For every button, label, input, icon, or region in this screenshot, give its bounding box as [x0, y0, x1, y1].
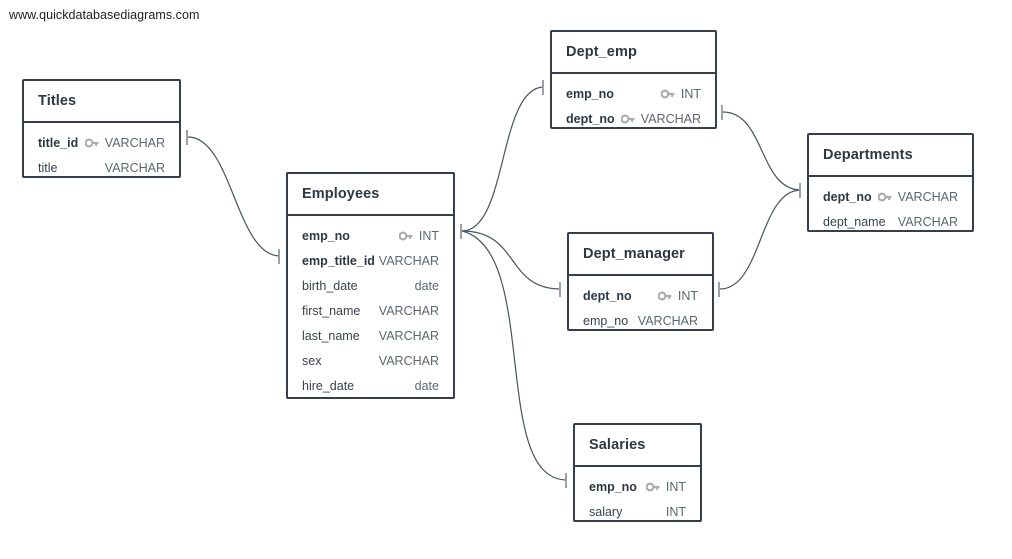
table-title-departments: Departments: [823, 147, 913, 163]
table-title-dept-manager: Dept_manager: [583, 246, 685, 262]
field-name: first_name: [302, 303, 361, 318]
field-row[interactable]: emp_no INT: [552, 81, 715, 106]
field-name: salary: [589, 504, 623, 519]
field-row[interactable]: first_name VARCHAR: [288, 298, 453, 323]
endpoint-tick-employees-left: [278, 249, 280, 264]
field-name: dept_no: [566, 111, 615, 126]
field-row[interactable]: title_id VARCHAR: [24, 130, 179, 155]
key-icon: [657, 291, 672, 300]
field-name: emp_no: [566, 86, 614, 101]
field-name: emp_no: [302, 228, 350, 243]
table-body-departments: dept_no VARCHAR dept_name VARCHAR: [809, 177, 972, 242]
endpoint-tick-titles-right: [186, 130, 188, 145]
table-body-dept-emp: emp_no INT dept_no: [552, 74, 715, 139]
table-header-dept-manager: Dept_manager: [569, 234, 712, 276]
endpoint-tick-deptemp-left: [542, 80, 544, 95]
key-icon-placeholder: [85, 163, 99, 173]
connector-titles-employees: [187, 136, 281, 257]
field-type: VARCHAR: [104, 160, 165, 175]
field-type: VARCHAR: [378, 353, 439, 368]
table-header-departments: Departments: [809, 135, 972, 177]
watermark-label: www.quickdatabasediagrams.com: [9, 8, 200, 22]
table-body-dept-manager: dept_no INT emp_no VARCHAR: [569, 276, 712, 341]
field-type: date: [414, 278, 439, 293]
field-name: dept_name: [823, 214, 886, 229]
connector-deptemp-departments: [722, 111, 802, 191]
field-name: last_name: [302, 328, 360, 343]
field-row[interactable]: hire_date date: [288, 373, 453, 398]
key-icon: [660, 89, 675, 98]
endpoint-tick-employees-right: [460, 224, 462, 239]
connector-employees-deptemp: [461, 86, 545, 232]
table-header-dept-emp: Dept_emp: [552, 32, 715, 74]
table-header-titles: Titles: [24, 81, 179, 123]
table-title-salaries: Salaries: [589, 437, 646, 453]
field-type: date: [414, 378, 439, 393]
field-row[interactable]: dept_no VARCHAR: [552, 106, 715, 131]
endpoint-tick-deptmanager-left: [559, 282, 561, 297]
field-type: VARCHAR: [378, 303, 439, 318]
field-row[interactable]: sex VARCHAR: [288, 348, 453, 373]
table-departments[interactable]: Departments dept_no VARCHAR dept_name VA…: [807, 133, 974, 232]
key-icon: [645, 482, 660, 491]
field-type: INT: [680, 86, 701, 101]
table-header-salaries: Salaries: [575, 425, 700, 467]
connector-employees-salaries: [461, 230, 568, 481]
table-titles[interactable]: Titles title_id VARCHAR title VARC: [22, 79, 181, 178]
key-icon: [620, 114, 635, 123]
connector-employees-deptmanager: [461, 230, 562, 290]
field-name: title_id: [38, 135, 79, 150]
table-body-employees: emp_no INT emp_title_id VARCHAR birth_d: [288, 216, 453, 406]
table-dept-manager[interactable]: Dept_manager dept_no INT emp_no VARCHAR: [567, 232, 714, 331]
field-type: VARCHAR: [640, 111, 701, 126]
field-type: INT: [418, 228, 439, 243]
table-header-employees: Employees: [288, 174, 453, 216]
field-row[interactable]: emp_title_id VARCHAR: [288, 248, 453, 273]
key-icon: [398, 231, 413, 240]
field-type: INT: [665, 479, 686, 494]
field-row[interactable]: last_name VARCHAR: [288, 323, 453, 348]
field-type: VARCHAR: [378, 328, 439, 343]
field-type: VARCHAR: [378, 253, 439, 268]
field-name: birth_date: [302, 278, 358, 293]
endpoint-tick-deptmanager-right: [718, 282, 720, 297]
table-body-salaries: emp_no INT salary INT: [575, 467, 700, 532]
endpoint-tick-salaries-left: [565, 473, 567, 488]
field-row[interactable]: emp_no INT: [575, 474, 700, 499]
field-name: sex: [302, 353, 322, 368]
field-name: emp_no: [589, 479, 637, 494]
field-name: emp_no: [583, 313, 629, 328]
field-type: VARCHAR: [897, 214, 958, 229]
field-row[interactable]: title VARCHAR: [24, 155, 179, 180]
field-name: hire_date: [302, 378, 355, 393]
connector-deptmanager-departments: [719, 189, 802, 290]
field-row[interactable]: dept_no INT: [569, 283, 712, 308]
field-row[interactable]: emp_no VARCHAR: [569, 308, 712, 333]
field-name: dept_no: [823, 189, 872, 204]
field-name: dept_no: [583, 288, 632, 303]
field-row[interactable]: emp_no INT: [288, 223, 453, 248]
table-title-titles: Titles: [38, 93, 77, 109]
field-name: emp_title_id: [302, 253, 375, 268]
table-employees[interactable]: Employees emp_no INT emp_title_id VARCHA…: [286, 172, 455, 399]
table-salaries[interactable]: Salaries emp_no INT salary INT: [573, 423, 702, 522]
key-icon: [84, 138, 99, 147]
field-type: VARCHAR: [897, 189, 958, 204]
endpoint-tick-departments-left: [799, 183, 801, 198]
field-row[interactable]: dept_no VARCHAR: [809, 184, 972, 209]
field-type: INT: [665, 504, 686, 519]
field-row[interactable]: salary INT: [575, 499, 700, 524]
field-type: INT: [677, 288, 698, 303]
field-row[interactable]: birth_date date: [288, 273, 453, 298]
table-dept-emp[interactable]: Dept_emp emp_no INT dept_no: [550, 30, 717, 129]
endpoint-tick-deptemp-right: [721, 105, 723, 120]
field-name: title: [38, 160, 58, 175]
key-icon: [877, 192, 892, 201]
field-row[interactable]: dept_name VARCHAR: [809, 209, 972, 234]
table-body-titles: title_id VARCHAR title VARCHAR: [24, 123, 179, 188]
table-title-employees: Employees: [302, 186, 380, 202]
field-type: VARCHAR: [104, 135, 165, 150]
field-type: VARCHAR: [637, 313, 698, 328]
table-title-dept-emp: Dept_emp: [566, 44, 637, 60]
